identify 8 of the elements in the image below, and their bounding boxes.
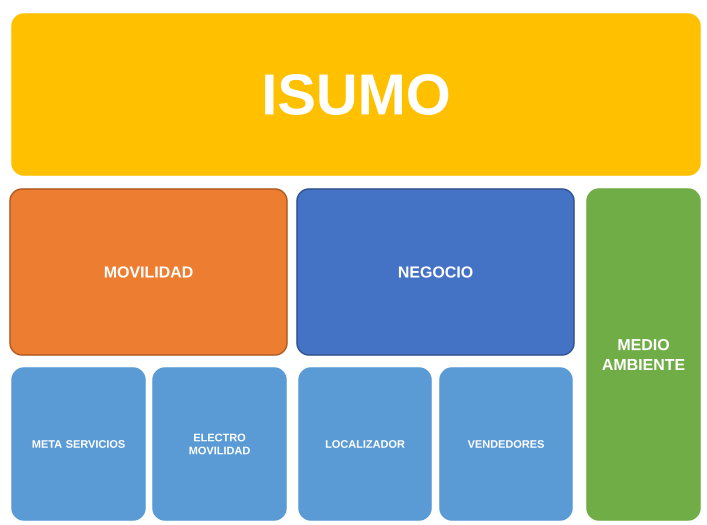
category-box: MOVILIDAD — [9, 188, 288, 356]
category-box: NEGOCIO — [296, 188, 575, 356]
subcategory-box: LOCALIZADOR — [298, 367, 432, 521]
title-banner: ISUMO — [11, 13, 701, 176]
subcategory-box: ELECTRO MOVILIDAD — [152, 367, 287, 521]
category-box: MEDIO AMBIENTE — [586, 188, 701, 521]
subcategory-box: META SERVICIOS — [11, 367, 146, 521]
subcategory-box: VENDEDORES — [439, 367, 573, 521]
